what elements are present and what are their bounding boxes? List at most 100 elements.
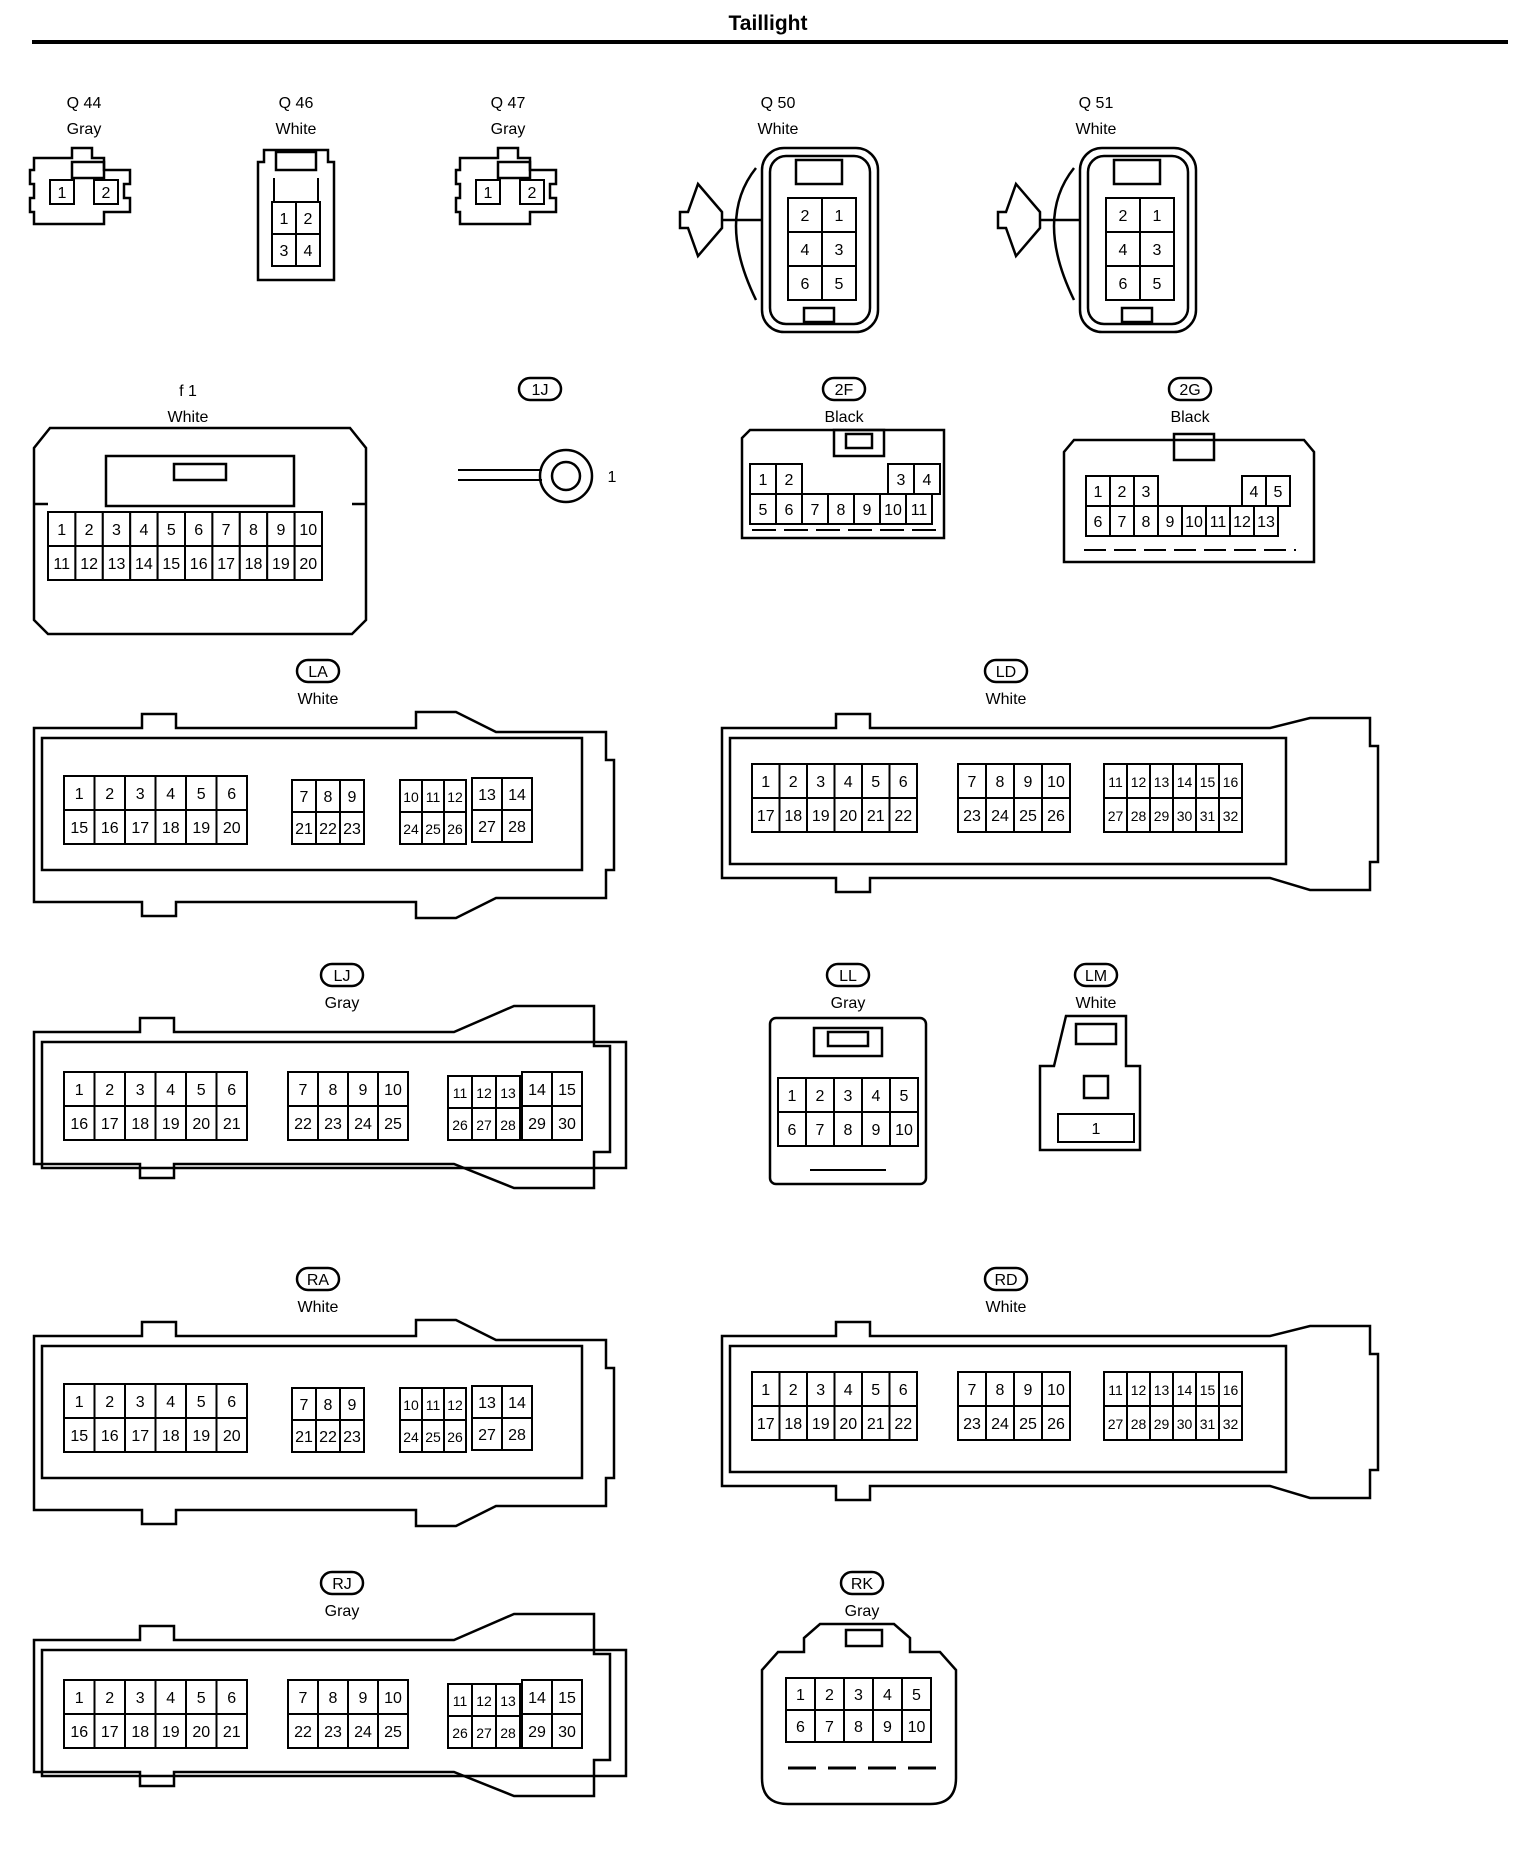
pin-number: 16 <box>190 556 208 573</box>
pin-number: 1 <box>484 185 493 202</box>
pin-number: 8 <box>854 1719 863 1736</box>
connector-pin: 6 <box>1105 265 1141 301</box>
connector-pin: 23 <box>957 797 987 833</box>
connector-pin: 14 <box>501 1385 533 1419</box>
pin-number: 1 <box>796 1687 805 1704</box>
pin-number: 25 <box>1019 1416 1037 1433</box>
connector-pin: 15 <box>63 1417 96 1453</box>
pin-number: 5 <box>835 276 844 293</box>
connector-pin: 14 <box>1172 763 1197 799</box>
pin-number: 4 <box>872 1088 881 1105</box>
connector-pin: 5 <box>889 1077 919 1113</box>
pin-number: 2 <box>1118 484 1127 501</box>
pin-number: 7 <box>825 1719 834 1736</box>
pin-number: 10 <box>384 1690 402 1707</box>
connector-pin: 17 <box>124 1417 157 1453</box>
connector-pin: 16 <box>63 1713 96 1749</box>
pin-number: 2 <box>789 774 798 791</box>
pin-number: 18 <box>245 556 263 573</box>
pin-number: 23 <box>324 1724 342 1741</box>
connector-pin: 1 <box>749 463 777 495</box>
pin-number: 27 <box>478 819 496 836</box>
connector-color: Black <box>1170 409 1210 426</box>
pin-number: 9 <box>1024 1382 1033 1399</box>
pin-number: 29 <box>1154 1416 1170 1432</box>
connector-pin: 27 <box>1103 797 1128 833</box>
pin-number: 3 <box>136 1690 145 1707</box>
pin-number: 3 <box>835 242 844 259</box>
pin-number: 5 <box>900 1088 909 1105</box>
connector-pin: 5 <box>156 511 187 547</box>
connector-pin: 2 <box>1105 197 1141 233</box>
connector-pin: 5 <box>1139 265 1175 301</box>
connector-pin: 2 <box>1109 475 1135 507</box>
pin-number: 30 <box>558 1116 576 1133</box>
connector-color: White <box>168 409 209 426</box>
pin-number: 9 <box>359 1082 368 1099</box>
pin-number: 9 <box>359 1690 368 1707</box>
pin-number: 30 <box>1177 1416 1193 1432</box>
pin-number: 22 <box>319 1429 337 1446</box>
connector-pin: 5 <box>861 763 891 799</box>
pin-number: 4 <box>844 1382 853 1399</box>
pin-number: 5 <box>912 1687 921 1704</box>
pin-number: 20 <box>223 820 241 837</box>
connector-pin: 24 <box>399 811 423 845</box>
connector-pin: 21 <box>215 1105 248 1141</box>
connector-pin: 24 <box>985 1405 1015 1441</box>
pin-number: 26 <box>452 1117 468 1133</box>
connector-pin: 23 <box>317 1105 349 1141</box>
connector-color: White <box>986 691 1027 708</box>
connector-pin: 10 <box>399 1387 423 1421</box>
connector-pin: 11 <box>447 1075 473 1109</box>
connector-pin: 17 <box>93 1105 126 1141</box>
connector-code: Q 44 <box>67 95 102 112</box>
connector-pin: 2 <box>93 1383 126 1419</box>
pin-number: 14 <box>135 556 153 573</box>
connector-color: White <box>298 1299 339 1316</box>
connector-pin: 9 <box>347 1679 379 1715</box>
pin-number: 26 <box>447 821 463 837</box>
pin-number: 26 <box>1047 808 1065 825</box>
connector-pin: 10 <box>1041 763 1071 799</box>
pin-number: 14 <box>508 1395 526 1412</box>
connector-pin: 27 <box>1103 1405 1128 1441</box>
connector-pin: 8 <box>317 1071 349 1107</box>
connector-pin: 5 <box>185 1383 218 1419</box>
pin-number: 30 <box>558 1724 576 1741</box>
connector-code: LJ <box>334 968 351 985</box>
pin-number: 5 <box>197 1394 206 1411</box>
connector-pin: 1 <box>63 1679 96 1715</box>
connector-pin: 7 <box>287 1679 319 1715</box>
connector-pin: 29 <box>521 1105 553 1141</box>
connector-pin: 1 <box>751 763 781 799</box>
pin-number: 12 <box>80 556 98 573</box>
pin-number: 8 <box>329 1690 338 1707</box>
connector-pin: 9 <box>872 1709 903 1743</box>
connector-pin: 10 <box>1041 1371 1071 1407</box>
pin-number: 17 <box>757 1416 775 1433</box>
connector-color: Gray <box>491 121 526 138</box>
pin-number: 7 <box>811 502 820 519</box>
pin-number: 10 <box>403 789 419 805</box>
pin-number: 30 <box>1177 808 1193 824</box>
connector-pin: 12 <box>471 1075 497 1109</box>
connector-pin: 8 <box>985 763 1015 799</box>
pin-number: 5 <box>197 1082 206 1099</box>
connector-pin: 4 <box>154 1679 187 1715</box>
connector-pin: 20 <box>833 1405 863 1441</box>
connector-pin: 25 <box>377 1105 409 1141</box>
connector-pin: 1 <box>63 1071 96 1107</box>
connector-pin: 21 <box>215 1713 248 1749</box>
pin-number: 21 <box>223 1116 241 1133</box>
pin-number: 16 <box>101 820 119 837</box>
pin-number: 5 <box>759 502 768 519</box>
connector-pin: 2 <box>93 775 126 811</box>
pin-number: 7 <box>299 1082 308 1099</box>
pin-number: 12 <box>1131 774 1147 790</box>
